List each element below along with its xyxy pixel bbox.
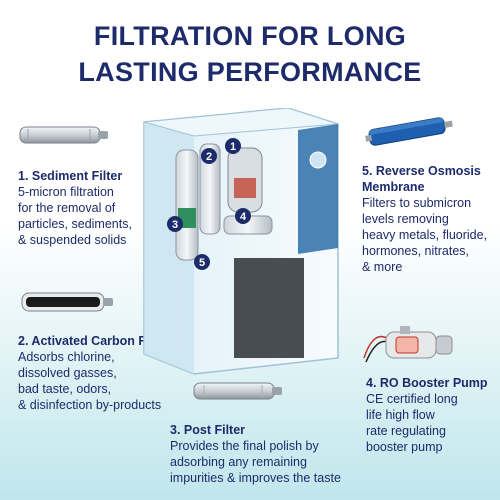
marker-4: 4 [235,208,251,224]
ro-system-illustration: 1 2 3 4 5 [138,108,348,378]
title-line-1: FILTRATION FOR LONG [93,21,407,51]
carbon-filter-image [20,290,115,314]
sediment-filter-label: 1. Sediment Filter 5-micron filtration f… [18,169,132,247]
title-line-2: LASTING PERFORMANCE [78,57,422,87]
page-title: FILTRATION FOR LONG LASTING PERFORMANCE [0,18,500,90]
sediment-filter-image [18,124,110,146]
carbon-filter-label: 2. Activated Carbon Filter Adsorbs chlor… [18,334,169,412]
svg-text:5: 5 [199,257,205,269]
svg-text:3: 3 [172,219,178,231]
booster-pump-image [360,318,460,370]
ro-membrane-label: 5. Reverse Osmosis Membrane Filters to s… [362,164,488,274]
marker-3: 3 [167,216,183,232]
post-filter-label: 3. Post Filter Provides the final polish… [170,423,341,485]
svg-text:4: 4 [240,211,247,223]
booster-pump-label: 4. RO Booster Pump CE certified long lif… [366,376,488,454]
marker-5: 5 [194,254,210,270]
svg-text:2: 2 [206,151,212,163]
post-filter-image [192,380,284,402]
svg-text:1: 1 [230,141,236,153]
marker-1: 1 [225,138,241,154]
marker-2: 2 [201,148,217,164]
ro-membrane-image [365,113,455,149]
